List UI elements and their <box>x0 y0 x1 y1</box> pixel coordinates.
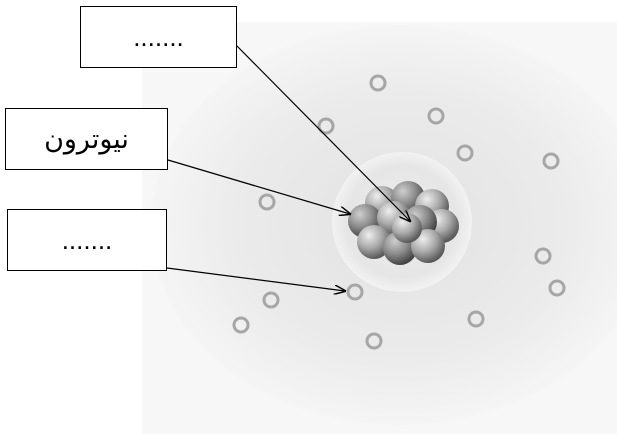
electron <box>365 332 383 350</box>
electron <box>346 283 364 301</box>
electron <box>534 247 552 265</box>
electron <box>262 291 280 309</box>
arrow-middle <box>167 159 350 214</box>
label-box-neutron[interactable]: نيوترون <box>5 108 168 170</box>
electron <box>317 117 335 135</box>
electron <box>258 193 276 211</box>
arrow-bottom <box>166 267 345 291</box>
electron <box>548 279 566 297</box>
label-box-top[interactable]: ....... <box>80 6 237 68</box>
electrons <box>232 74 566 350</box>
electron <box>542 152 560 170</box>
electron <box>427 107 445 125</box>
electron <box>456 144 474 162</box>
electron <box>369 74 387 92</box>
label-box-bottom[interactable]: ....... <box>7 209 167 271</box>
electron <box>467 310 485 328</box>
electron <box>232 316 250 334</box>
arrow-top <box>235 44 410 221</box>
nucleus <box>348 181 459 265</box>
